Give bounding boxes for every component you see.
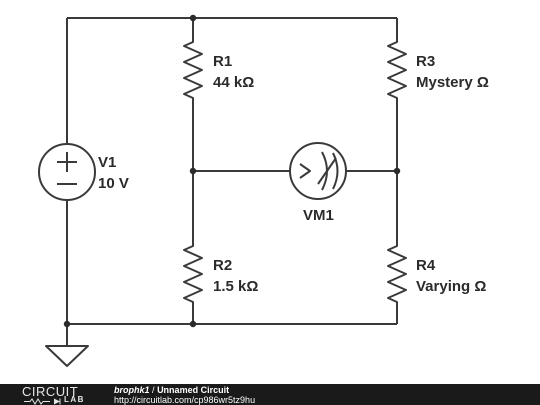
circuitlab-logo[interactable]: CIRCUIT LAB xyxy=(22,385,100,405)
resistor-r1-symbol[interactable] xyxy=(183,38,203,102)
junction-node xyxy=(189,320,197,328)
circuit-title: Unnamed Circuit xyxy=(157,385,230,395)
v1-value-label: 10 V xyxy=(98,175,129,192)
meter-scale-arc xyxy=(332,152,339,190)
circuit-meta: brophk1 / Unnamed Circuit http://circuit… xyxy=(114,385,255,405)
r2-value-label: 1.5 kΩ xyxy=(213,278,258,295)
logo-wave-icon xyxy=(24,398,61,405)
byline-separator: / xyxy=(152,385,155,395)
junction-node xyxy=(63,320,71,328)
circuit-url[interactable]: http://circuitlab.com/cp986wr5tz9hu xyxy=(114,395,256,405)
voltmeter-vm1-symbol[interactable] xyxy=(289,142,347,200)
junction-node xyxy=(189,14,197,22)
junction-node xyxy=(393,167,401,175)
r3-name-label: R3 xyxy=(416,53,435,70)
meter-arrow-icon xyxy=(299,163,311,179)
circuit-schematic: R1 44 kΩ R2 1.5 kΩ R3 Mystery Ω R4 Varyi… xyxy=(38,14,489,367)
resistor-r4-symbol[interactable] xyxy=(387,242,407,306)
voltage-source-v1-symbol[interactable] xyxy=(38,143,96,201)
circuit-byline: brophk1 / Unnamed Circuit xyxy=(114,385,255,395)
footer-bar: CIRCUIT LAB brophk1 / Unnamed Circuit ht… xyxy=(0,384,540,405)
meter-needle-icon xyxy=(317,157,337,185)
r3-value-label: Mystery Ω xyxy=(416,74,489,91)
author-link[interactable]: brophk1 xyxy=(114,385,150,395)
r4-value-label: Varying Ω xyxy=(416,278,486,295)
ground-icon xyxy=(45,345,89,367)
resistor-r3-symbol[interactable] xyxy=(387,38,407,102)
junction-node xyxy=(189,167,197,175)
r1-name-label: R1 xyxy=(213,53,232,70)
vm1-name-label: VM1 xyxy=(303,207,334,224)
meter-circle xyxy=(289,142,347,200)
logo-text-top: CIRCUIT xyxy=(22,384,79,399)
r4-name-label: R4 xyxy=(416,257,436,274)
resistor-r2-symbol[interactable] xyxy=(183,242,203,306)
r1-value-label: 44 kΩ xyxy=(213,74,254,91)
source-circle xyxy=(38,143,96,201)
junction-nodes xyxy=(63,14,401,328)
v1-name-label: V1 xyxy=(98,154,116,171)
logo-text-bottom: LAB xyxy=(64,395,85,404)
r2-name-label: R2 xyxy=(213,257,232,274)
